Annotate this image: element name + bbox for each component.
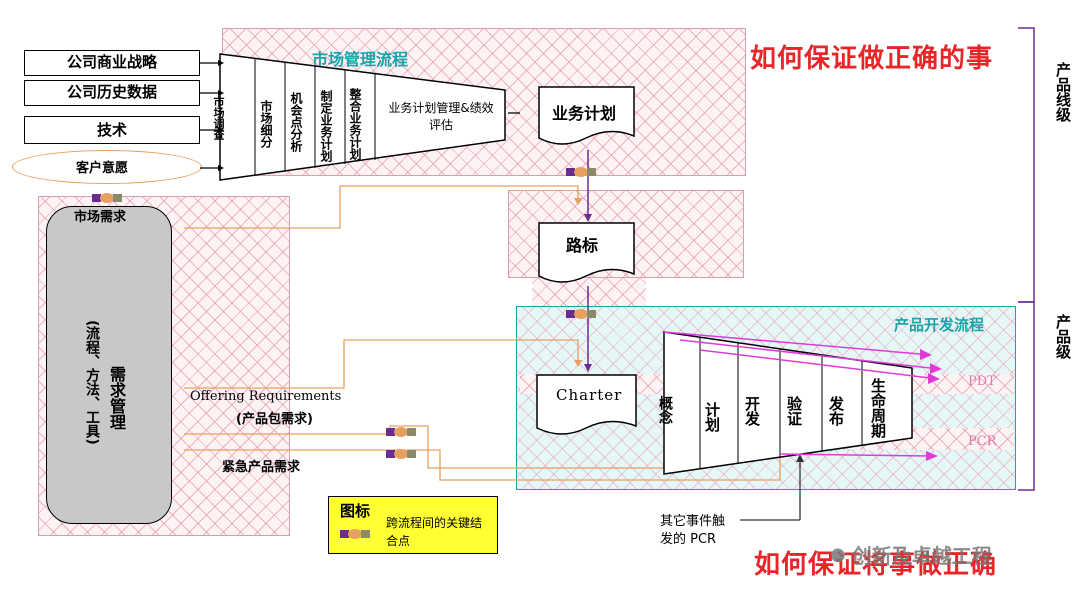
phase-develop: 开发 xyxy=(743,396,761,426)
product-level-label: 产品级 xyxy=(1054,314,1072,359)
funnel-step-2: 市场细分 xyxy=(259,100,273,148)
funnel-step-3: 机会点分析 xyxy=(289,92,303,152)
handshake-icon-offering xyxy=(386,424,416,438)
legend-title: 图标 xyxy=(340,502,371,520)
phase-verify: 验证 xyxy=(785,396,803,426)
urgent-req-label: 紧急产品需求 xyxy=(222,460,301,475)
offering-req-label: Offering Requirements xyxy=(190,389,342,404)
market-demand-label: 市场需求 xyxy=(74,210,127,225)
roadmap-label: 路标 xyxy=(566,236,599,255)
roadmap-doc xyxy=(538,222,635,283)
funnel-step-1: 市场调查 xyxy=(212,96,225,140)
product-dev-funnel xyxy=(663,331,942,475)
legend-text: 跨流程间的关键结合点 xyxy=(386,516,483,548)
market-funnel xyxy=(200,53,520,181)
pcr-label: PCR xyxy=(968,434,997,449)
phase-release: 发布 xyxy=(827,396,845,426)
product-line-level-label: 产品线级 xyxy=(1054,62,1072,122)
market-process-title: 市场管理流程 xyxy=(312,50,409,69)
phase-lifecycle: 生命周期 xyxy=(869,378,887,438)
handshake-icon-roadmap xyxy=(566,306,596,320)
charter-label: Charter xyxy=(556,386,623,404)
handshake-icon-customer xyxy=(92,190,122,204)
phase-plan: 计划 xyxy=(703,402,721,432)
technology-box: 技术 xyxy=(24,116,200,144)
handshake-icon-urgent xyxy=(386,446,416,460)
funnel-step-5: 整合业务计划 xyxy=(348,88,362,160)
charter-doc xyxy=(536,374,637,435)
demand-mgmt-label: 需求管理 xyxy=(107,366,126,430)
history-box: 公司历史数据 xyxy=(24,80,200,106)
watermark: ● 创新及卓越工程 xyxy=(830,540,992,569)
customer-wish-ellipse xyxy=(12,150,202,184)
funnel-final-step: 业务计划管理&绩效评估 xyxy=(388,101,494,132)
pdt-label: PDT xyxy=(968,374,996,389)
handshake-icon-legend xyxy=(340,526,370,540)
top-question: 如何保证做正确的事 xyxy=(750,44,994,74)
watermark-text: 创新及卓越工程 xyxy=(851,544,992,568)
strategy-box: 公司商业战略 xyxy=(24,50,200,76)
wechat-icon: ● xyxy=(830,544,846,565)
customer-wish-label: 客户意愿 xyxy=(76,161,129,176)
product-dev-title: 产品开发流程 xyxy=(894,316,985,334)
business-plan-doc xyxy=(538,86,635,145)
legend-box xyxy=(328,496,498,554)
other-events-line2: 发的 PCR xyxy=(660,532,717,547)
funnel-step-4: 制定业务计划 xyxy=(319,90,333,162)
bottom-question: 如何保证将事做正确 xyxy=(754,550,998,580)
phase-concept: 概念 xyxy=(657,396,673,424)
other-events-line1: 其它事件触 xyxy=(660,514,726,529)
demand-mgmt-capsule xyxy=(46,206,172,524)
offering-req-cn-label: (产品包需求) xyxy=(236,412,313,427)
demand-mgmt-sub: (流程、方法、工具) xyxy=(84,320,100,445)
business-plan-label: 业务计划 xyxy=(552,104,617,123)
handshake-icon-plan xyxy=(566,164,596,178)
